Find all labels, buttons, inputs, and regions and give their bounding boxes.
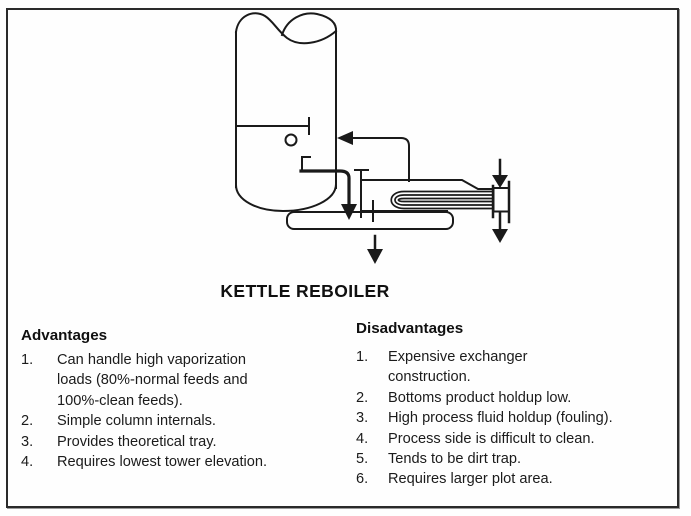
frame-border [6,8,679,508]
item-text: Provides theoretical tray. [57,433,217,450]
torn-top-lens [280,12,338,37]
list-item: 3. High process fluid holdup (fouling). [356,408,688,428]
item-text: Expensive exchanger construction. [388,349,528,386]
bottoms-product-arrow [367,234,383,264]
advantages-heading: Advantages [21,327,108,344]
disadvantages-heading: Disadvantages [356,320,464,337]
list-item: 3. Provides theoretical tray. [21,432,333,452]
list-item: 2. Bottoms product holdup low. [356,388,688,408]
list-item: 1. Expensive exchanger construction. [356,347,688,388]
item-text: High process fluid holdup (fouling). [388,410,613,427]
seal-pan [301,156,311,172]
item-text: Requires lowest tower elevation. [57,454,268,471]
item-text: Simple column internals. [57,413,216,430]
item-number: 2. [356,389,369,406]
distillation-column [234,12,338,213]
item-number: 1. [21,352,34,368]
list-item: 4. Process side is difficult to clean. [356,429,688,449]
item-text: Process side is difficult to clean. [388,430,595,447]
disadvantages-list: 1. Expensive exchanger construction. 2. Bot… [356,347,688,490]
item-number: 3. [21,433,34,450]
list-item: 5. Tends to be dirt trap. [356,449,688,469]
bottoms-line [286,211,454,230]
list-item: 6. Requires larger plot area. [356,469,688,489]
u-tube-bundle [390,190,494,210]
item-text: Requires larger plot area. [388,471,553,488]
hot-fluid-outlet-arrow [492,210,508,243]
item-text: Tends to be dirt trap. [388,451,522,468]
reboiler-shell [354,169,494,222]
item-number: 3. [356,410,369,427]
item-number: 4. [21,454,34,471]
level-gauge-circle [284,133,298,147]
item-text: Bottoms product holdup low. [388,389,572,406]
list-item: 4. Requires lowest tower elevation. [21,452,333,472]
item-number: 5. [356,451,369,468]
item-number: 2. [21,413,34,430]
vapor-return-arrow [337,131,410,182]
torn-top-edge [234,12,338,45]
item-number: 6. [356,471,369,488]
item-text: Can handle high vaporization loads (80%-… [57,352,248,409]
item-number: 4. [356,430,369,447]
hot-fluid-inlet-arrow [492,158,508,188]
item-number: 1. [356,349,369,365]
list-item: 2. Simple column internals. [21,411,333,431]
list-item: 1. Can handle high vaporization loads (80… [21,350,333,411]
advantages-list: 1. Can handle high vaporization loads (80… [21,350,333,472]
liquid-draw-arrow [299,169,357,220]
diagram-title: KETTLE REBOILER [220,281,390,301]
